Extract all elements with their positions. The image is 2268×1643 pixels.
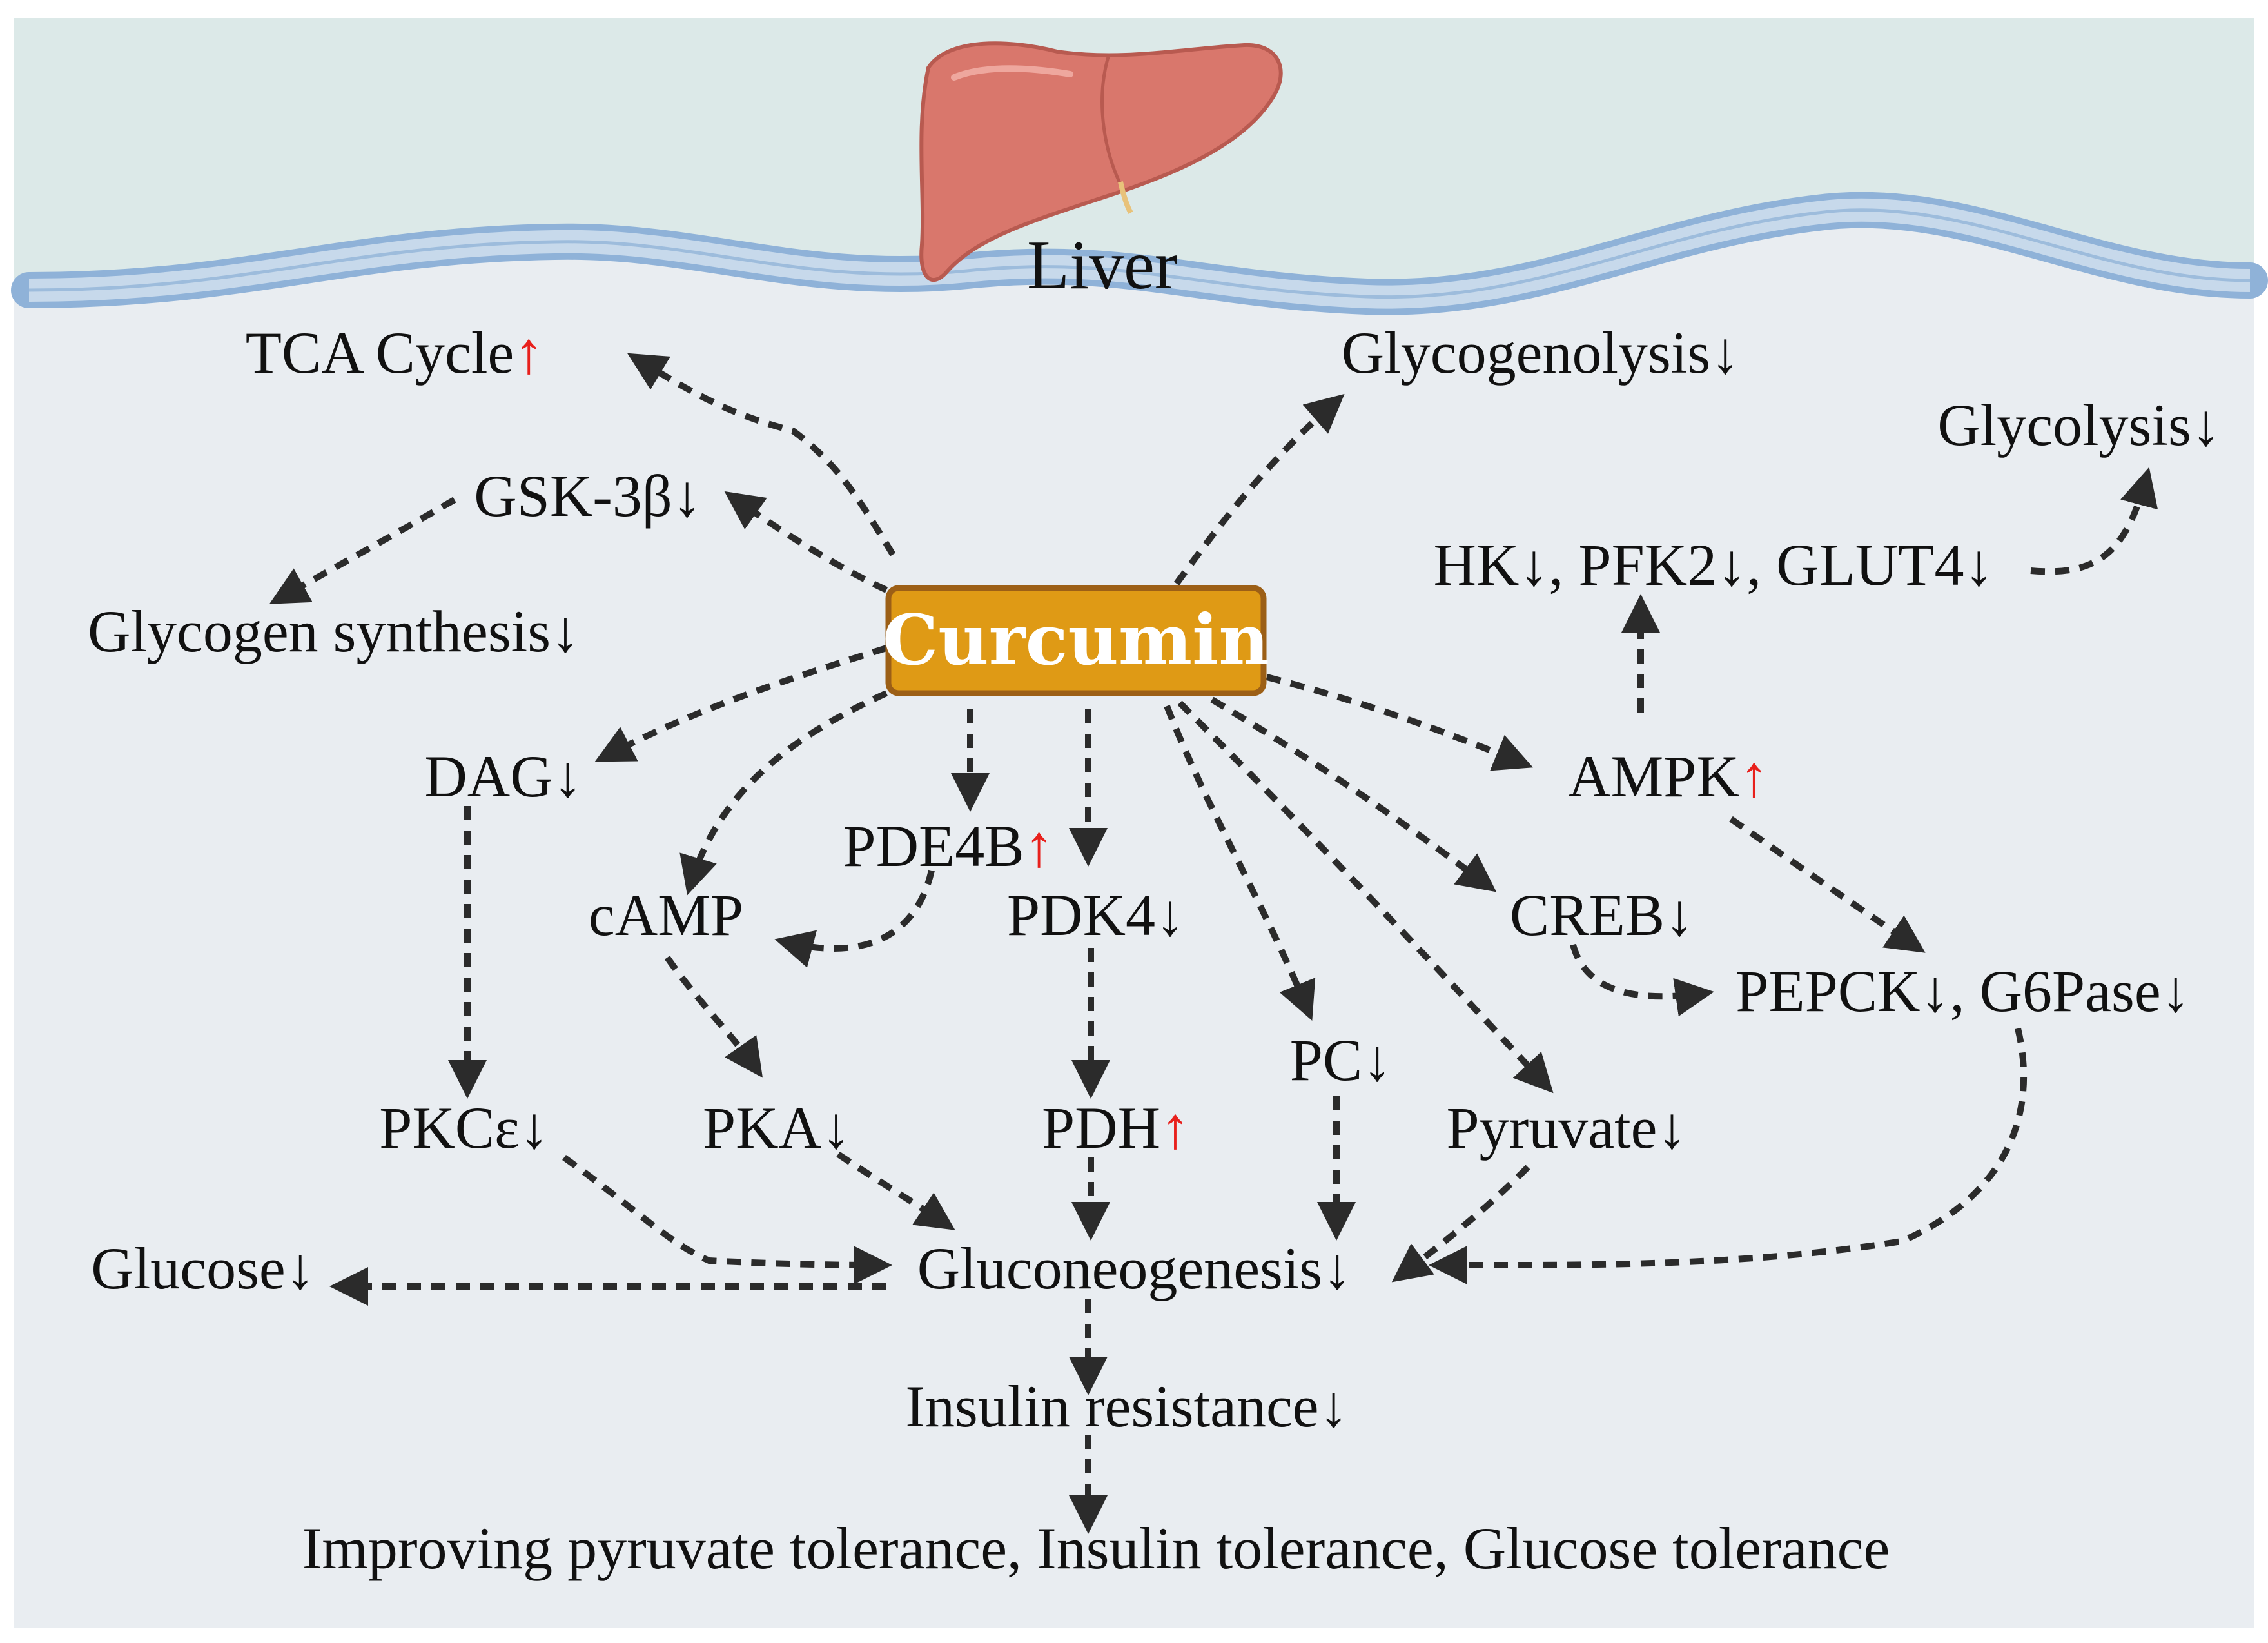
arrows [269,353,2158,1535]
arrow-creb-pepck [1570,943,1714,1017]
pdh-label: PDH↑ [1042,1095,1190,1161]
arrow-curcumin-dag [594,645,888,762]
arrow-pkce-gluconeogenesis [562,1154,893,1284]
liver-icon [919,41,1283,282]
pkce-label: PKCε↓ [379,1095,549,1161]
camp-label: cAMP [589,882,743,948]
arrow-pyruvate-gluconeogenesis [1391,1165,1530,1283]
pc-label: PC↓ [1290,1027,1393,1093]
arrow-curcumin-gsk [724,491,888,593]
pdk4-label: PDK4↓ [1007,882,1185,948]
glycogen-synthesis-label: Glycogen synthesis↓ [88,598,580,664]
pyruvate-label: Pyruvate↓ [1446,1095,1686,1161]
curcumin-box: Curcumin [883,585,1269,696]
pde4b-label: PDE4B↑ [843,813,1053,879]
ampk-label: AMPK↑ [1568,743,1769,809]
arrow-curcumin-tca [627,353,896,556]
arrow-camp-pka [664,956,763,1078]
liver-label: Liver [1027,227,1178,304]
gluconeogenesis-label: Gluconeogenesis↓ [917,1235,1353,1301]
pka-label: PKA↓ [703,1095,851,1161]
arrow-curcumin-camp [679,690,888,896]
insulin-resistance-label: Insulin resistance↓ [905,1373,1348,1439]
cell-membrane [11,192,2268,315]
tca-cycle-label: TCA Cycle↑ [246,320,544,386]
glucose-label: Glucose↓ [91,1235,315,1301]
curcumin-label: Curcumin [883,600,1269,681]
glycogenolysis-label: Glycogenolysis↓ [1342,320,1740,386]
improving-tolerance-label: Improving pyruvate tolerance, Insulin to… [302,1515,1890,1581]
gsk-3b-label: GSK-3β↓ [474,463,702,529]
arrow-pepck-gluconeogenesis [1428,1027,2028,1285]
pepck-g6pase-label: PEPCK↓, G6Pase↓ [1735,958,2190,1024]
arrow-curcumin-pyruvate [1177,700,1554,1094]
arrow-curcumin-glycogenolysis [1173,393,1345,585]
arrow-ampk-pepck [1729,816,1926,953]
hk-pfk2-glut4-label: HK↓, PFK2↓, GLUT4↓ [1434,532,1994,598]
arrow-gsk-glycogen [269,497,456,604]
creb-label: CREB↓ [1510,882,1694,948]
glycolysis-label: Glycolysis↓ [1937,392,2221,458]
arrow-hk-glycolysis [2030,467,2158,575]
dag-label: DAG↓ [424,743,582,809]
arrow-pde4b-camp [774,869,935,968]
